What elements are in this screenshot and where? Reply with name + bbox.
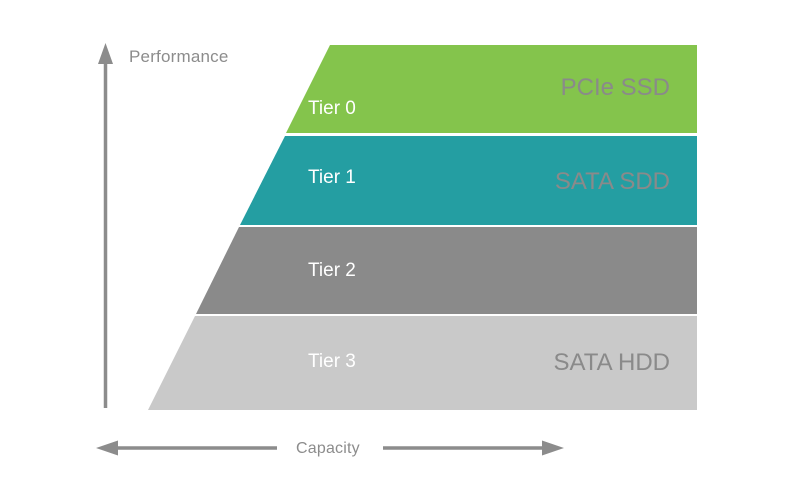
tier0-label: Tier 0 bbox=[308, 98, 356, 119]
tier3-shape bbox=[148, 316, 697, 410]
tier1-label: Tier 1 bbox=[308, 167, 356, 188]
tier3-media-label: SATA HDD bbox=[553, 349, 670, 376]
performance-axis-arrowhead-icon bbox=[98, 43, 113, 64]
tier1-shape bbox=[240, 136, 697, 225]
tier3-label: Tier 3 bbox=[308, 351, 356, 372]
tier1-media-label: SATA SDD bbox=[554, 168, 670, 195]
tier2-shape bbox=[196, 227, 697, 314]
performance-axis-label: Performance bbox=[129, 47, 229, 66]
capacity-axis-right-arrowhead-icon bbox=[542, 440, 564, 456]
tier0-media-label: PCIe SSD bbox=[560, 74, 670, 101]
capacity-axis-left-arrowhead-icon bbox=[96, 440, 118, 456]
tier0-shape bbox=[286, 45, 697, 133]
tier2-label: Tier 2 bbox=[308, 260, 356, 281]
capacity-axis-label: Capacity bbox=[296, 440, 360, 457]
